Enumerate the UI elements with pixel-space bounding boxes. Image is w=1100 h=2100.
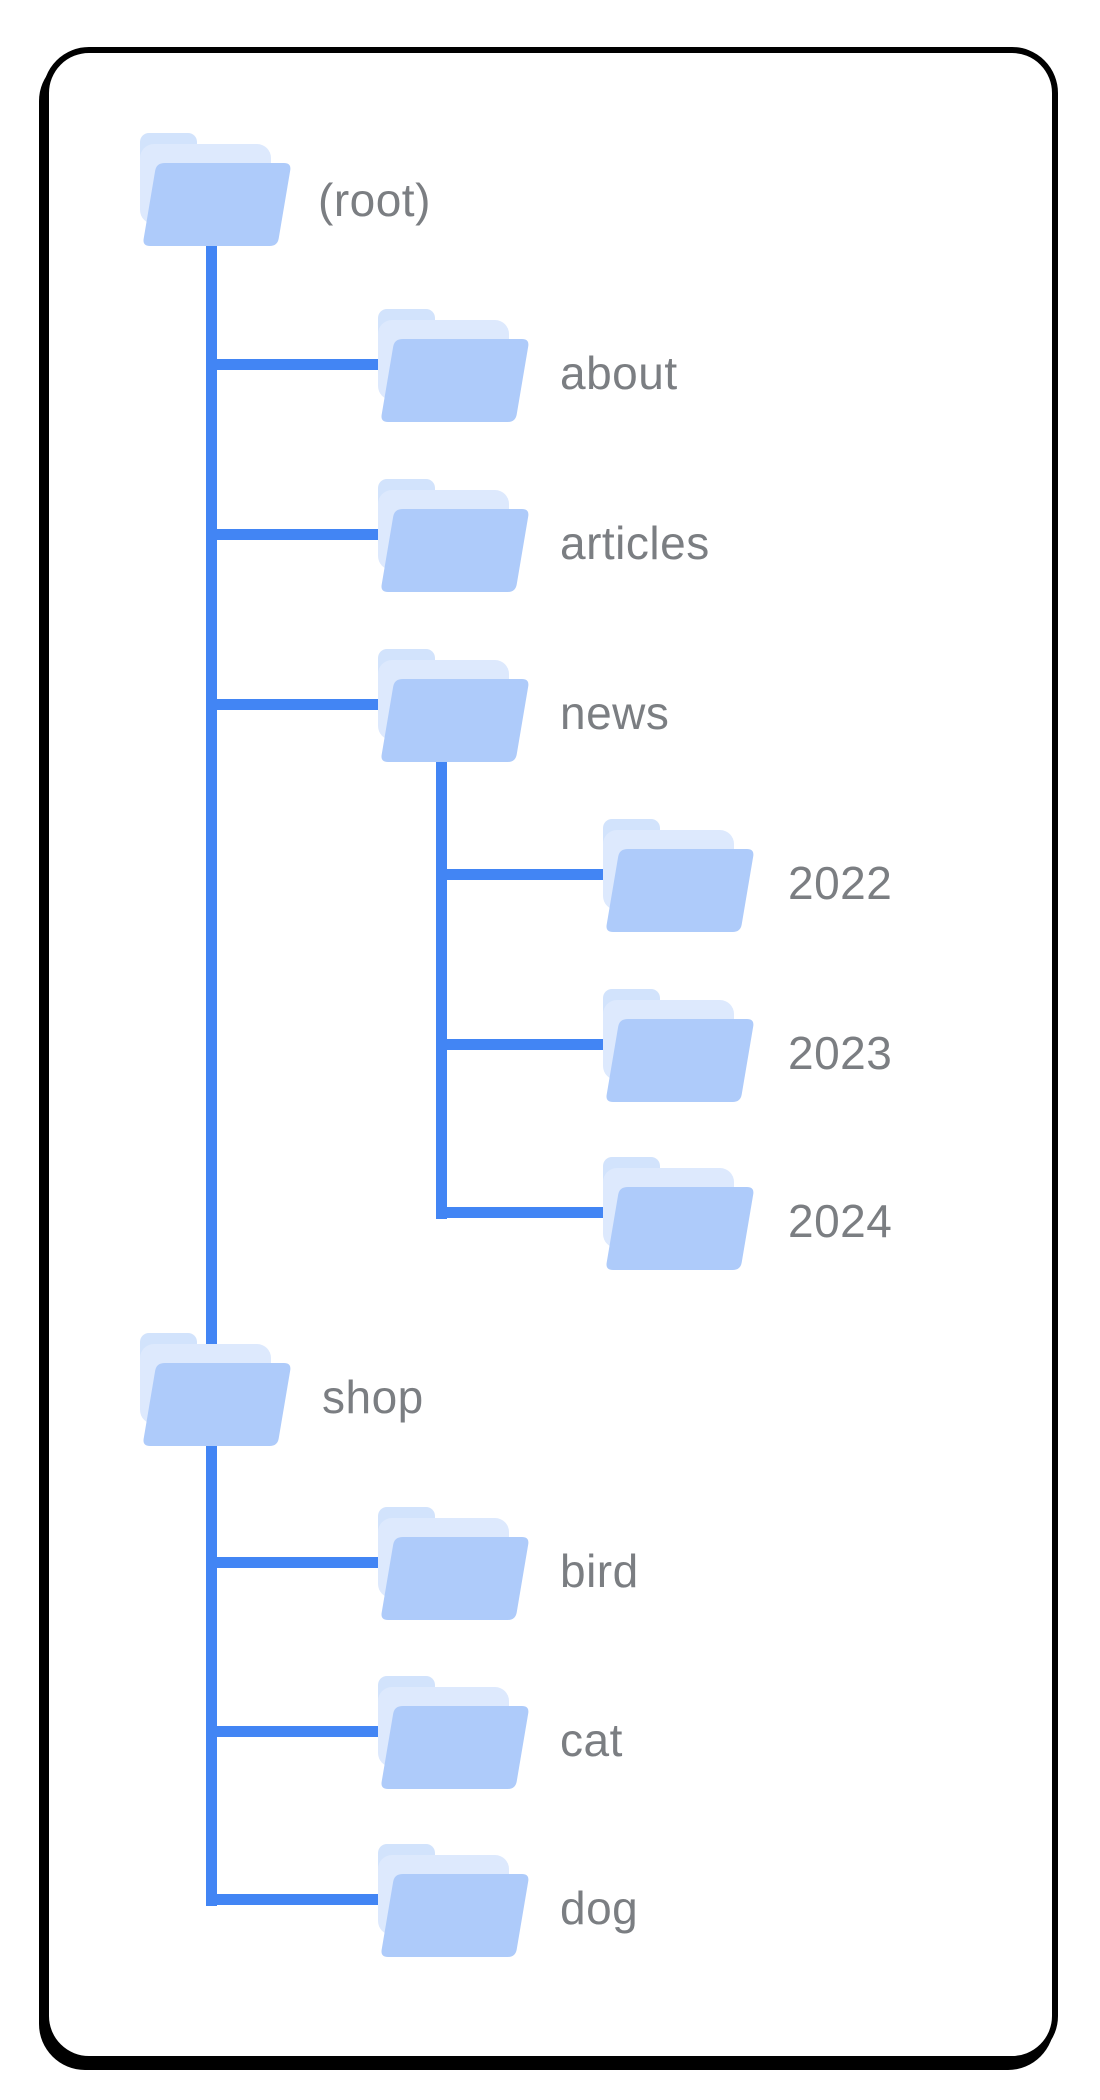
branch-2023-connector-line	[436, 1039, 642, 1050]
branch-news-connector-line	[206, 699, 410, 710]
node-label-articles: articles	[560, 517, 710, 569]
node-label-shop: shop	[322, 1371, 424, 1423]
folder-icon	[378, 1844, 530, 1957]
folder-icon	[378, 649, 530, 762]
folder-icon	[603, 819, 755, 932]
branch-bird-connector-line	[206, 1557, 410, 1568]
folder-icon	[378, 479, 530, 592]
branch-cat-connector-line	[206, 1726, 410, 1737]
branch-2022-connector-line	[436, 869, 642, 880]
node-label-y2023: 2023	[788, 1027, 893, 1079]
folder-icon	[378, 1507, 530, 1620]
node-label-dog: dog	[560, 1882, 639, 1934]
node-label-y2024: 2024	[788, 1195, 893, 1247]
node-label-root: (root)	[318, 174, 431, 226]
folder-icon	[378, 1676, 530, 1789]
trunk-root-connector-line	[206, 246, 217, 1906]
folder-icon	[603, 1157, 755, 1270]
folder-icon	[140, 1333, 292, 1446]
node-label-y2022: 2022	[788, 857, 893, 909]
branch-dog-connector-line	[206, 1894, 410, 1905]
branch-2024-connector-line	[436, 1207, 642, 1218]
node-label-news: news	[560, 687, 670, 739]
branch-articles-connector-line	[206, 529, 410, 540]
folder-icon	[378, 309, 530, 422]
branch-about-connector-line	[206, 359, 410, 370]
node-label-bird: bird	[560, 1545, 639, 1597]
folder-icon	[603, 989, 755, 1102]
trunk-news-connector-line	[436, 755, 447, 1219]
node-label-cat: cat	[560, 1714, 623, 1766]
node-label-about: about	[560, 347, 678, 399]
folder-icon	[140, 133, 292, 246]
